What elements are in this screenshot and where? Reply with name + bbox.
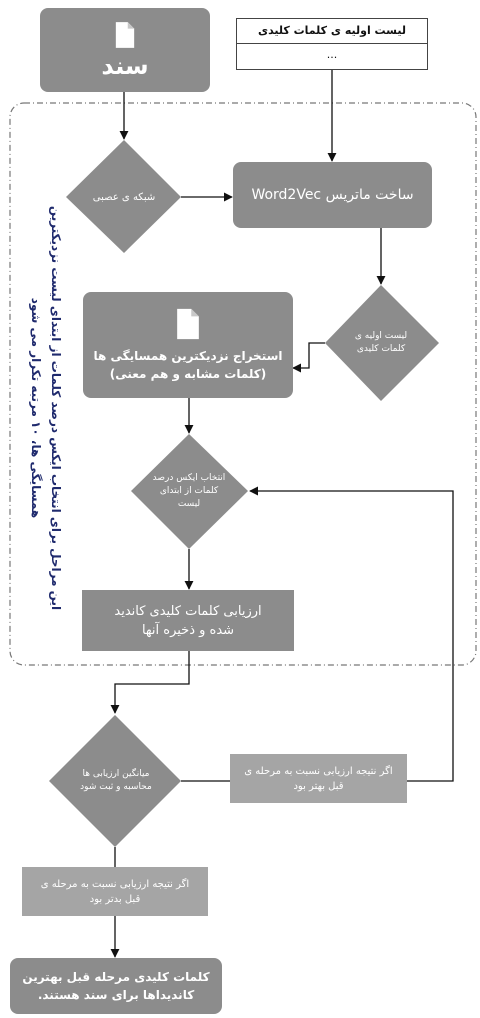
document-copy-icon bbox=[177, 308, 199, 340]
average-evaluation-label: میانگین ارزیابی ها محاسبه و ثبت شود bbox=[80, 769, 152, 792]
extract-neighbors-node: استخراج نزدیکترین همسایگی ها (کلمات مشاب… bbox=[83, 292, 293, 398]
diamond-initial-keywords bbox=[325, 285, 439, 401]
diamond-average bbox=[49, 715, 181, 847]
document-node: سند bbox=[40, 8, 210, 92]
if-worse-node: اگر نتیجه ارزیابی نسبت به مرحله ی قبل بد… bbox=[22, 867, 208, 916]
select-x-percent-label: انتخاب ایکس درصد کلمات از ابتدای لیست bbox=[152, 472, 226, 509]
neural-network-label: شبکه ی عصبی bbox=[92, 191, 156, 203]
arrow-keywords-to-extract bbox=[292, 342, 325, 373]
if-better-label: اگر نتیجه ارزیابی نسبت به مرحله ی قبل به… bbox=[244, 765, 393, 792]
initial-keywords-list-node: لیست اولیه ی کلمات کلیدی ... bbox=[236, 18, 428, 70]
evaluate-candidates-line1: ارزیابی کلمات کلیدی کاندید bbox=[114, 603, 262, 619]
evaluate-candidates-line2: شده و ذخیره آنها bbox=[141, 622, 235, 638]
evaluate-candidates-node: ارزیابی کلمات کلیدی کاندید شده و ذخیره آ… bbox=[82, 590, 294, 651]
if-better-node: اگر نتیجه ارزیابی نسبت به مرحله ی قبل به… bbox=[230, 754, 407, 803]
word2vec-matrix-node: ساخت ماتریس Word2Vec bbox=[233, 162, 432, 228]
word2vec-matrix-label: ساخت ماتریس Word2Vec bbox=[251, 187, 414, 203]
document-icon bbox=[115, 22, 135, 48]
loop-note: این مراحل برای انتخاب ایکس درصد کلمات از… bbox=[29, 205, 63, 611]
final-result-label: کلمات کلیدی مرحله قبل بهترین کاندیداها ب… bbox=[22, 970, 210, 1002]
document-label: سند bbox=[101, 52, 149, 80]
arrow-better-loop-back bbox=[249, 486, 454, 782]
extract-neighbors-line2: (کلمات مشابه و هم معنی) bbox=[109, 367, 267, 381]
extract-neighbors-line1: استخراج نزدیکترین همسایگی ها bbox=[93, 349, 283, 363]
if-worse-label: اگر نتیجه ارزیابی نسبت به مرحله ی قبل بد… bbox=[40, 878, 190, 905]
initial-keywords-list-ellipsis: ... bbox=[326, 48, 338, 61]
diamond-neural-network bbox=[66, 140, 181, 253]
final-result-node: کلمات کلیدی مرحله قبل بهترین کاندیداها ب… bbox=[10, 958, 222, 1014]
arrow-evaluate-to-average bbox=[110, 651, 190, 714]
diamond-select-x bbox=[131, 434, 248, 549]
initial-keywords-list-title: لیست اولیه ی کلمات کلیدی bbox=[237, 19, 427, 44]
initial-keywords-label: لیست اولیه ی کلمات کلیدی bbox=[354, 331, 408, 354]
loop-region bbox=[9, 102, 477, 666]
